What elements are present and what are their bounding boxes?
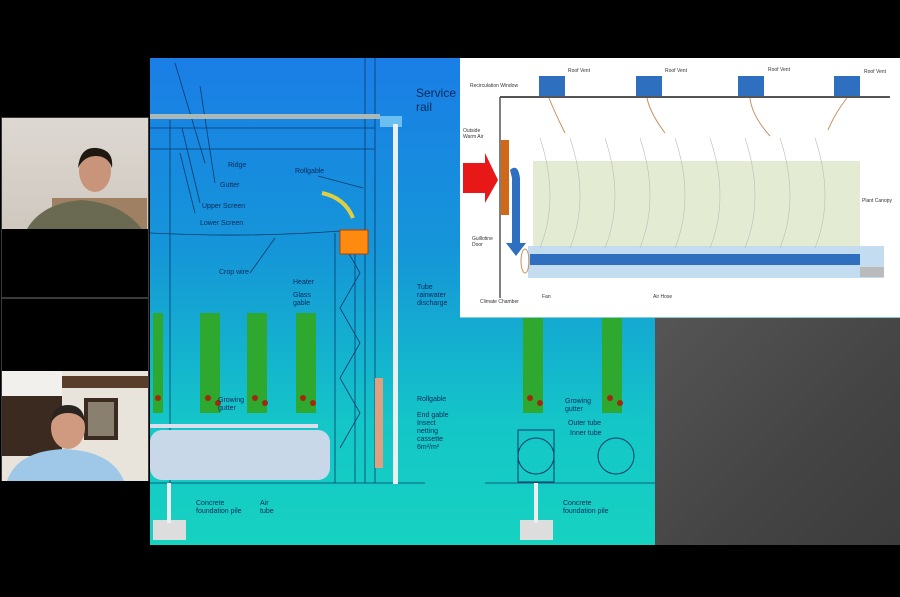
label-roof-vent-3: Roof Vent — [768, 67, 790, 73]
label-growing-gutter-left: Growing gutter — [218, 397, 245, 412]
label-upper-screen: Upper Screen — [202, 203, 246, 210]
label-insect-netting: Insect netting cassette 6m²/m² — [417, 420, 444, 451]
label-guillotine-door: Guillotine Door — [472, 236, 493, 248]
person-2-image — [2, 371, 148, 481]
greenhouse-drawing — [150, 58, 655, 540]
label-roof-vent-2: Roof Vent — [665, 68, 687, 74]
label-roof-vent-1: Roof Vent — [568, 68, 590, 74]
person-1-image — [27, 147, 147, 229]
label-end-gable: End gable — [417, 412, 449, 419]
label-inner-tube: Inner tube — [570, 430, 602, 437]
label-air-tube: Air tube — [260, 500, 274, 515]
label-outside-warm-air: Outside Warm Air — [463, 128, 484, 140]
participant-tile-1[interactable] — [1, 117, 149, 298]
label-plant-canopy: Plant Canopy — [862, 198, 893, 204]
empty-share-area — [655, 318, 900, 545]
label-concrete-pile-left: Concrete foundation pile — [196, 500, 242, 515]
label-ridge: Ridge — [228, 162, 247, 169]
label-climate-chamber: Climate Chamber — [480, 299, 519, 305]
airflow-diagram — [463, 76, 890, 298]
label-lower-screen: Lower Screen — [200, 220, 244, 227]
label-roof-vent-4: Roof Vent — [864, 69, 886, 75]
label-heater: Heater — [293, 279, 315, 286]
label-gutter: Gutter — [220, 182, 240, 189]
label-concrete-pile-right: Concrete foundation pile — [563, 500, 609, 515]
label-crop-wire: Crop wire — [219, 269, 249, 276]
label-growing-gutter-right: Growing gutter — [565, 398, 592, 413]
participant-video-2 — [2, 371, 148, 481]
participant-video-1 — [2, 118, 148, 229]
label-air-hose: Air Hose — [653, 294, 673, 300]
participant-tile-2[interactable] — [1, 298, 149, 481]
label-service-rail: Service rail — [416, 86, 457, 114]
label-fan: Fan — [542, 294, 551, 300]
label-glass-gable: Glass gable — [293, 292, 311, 307]
label-outer-tube: Outer tube — [568, 420, 602, 427]
label-tube-discharge: Tube rainwater discharge — [417, 284, 448, 307]
label-recirculation-window: Recirculation Window — [470, 83, 519, 89]
inset-airflow-diagram: Roof Vent Roof Vent Roof Vent Roof Vent … — [460, 58, 900, 318]
label-rollgable: Rollgable — [417, 396, 447, 403]
label-rollgable-top: Rollgable — [295, 168, 325, 175]
